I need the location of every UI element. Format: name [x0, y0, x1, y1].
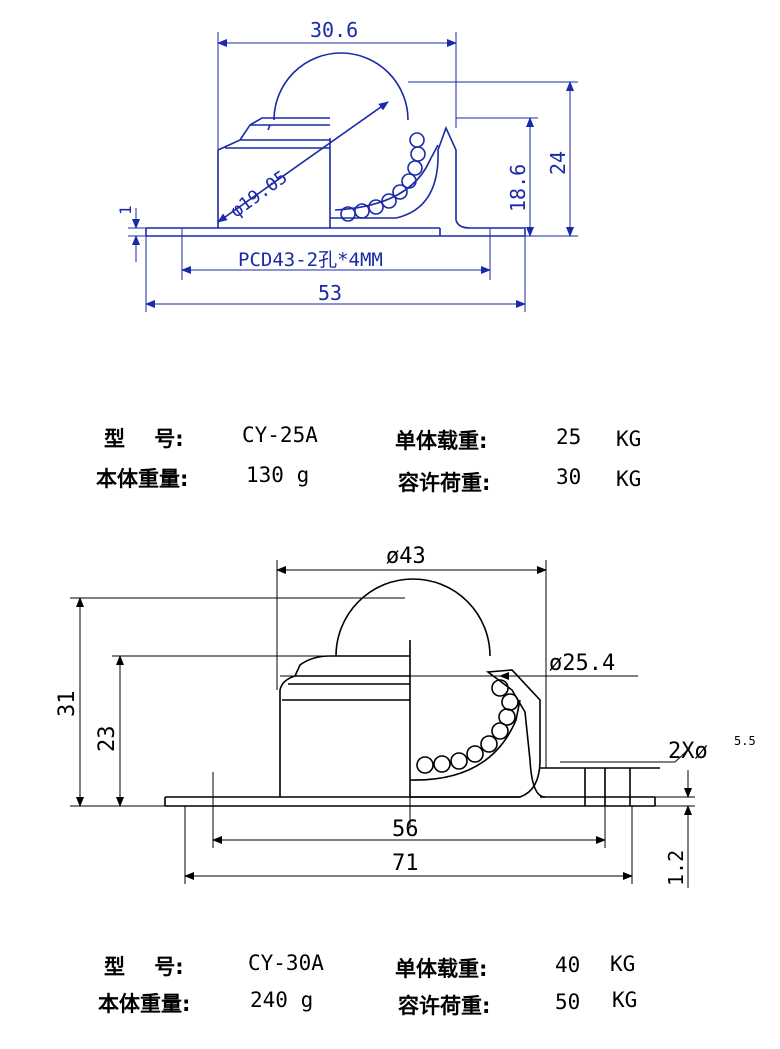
bearing-balls: [416, 679, 519, 774]
housing-shell: [410, 669, 546, 798]
main-ball: [273, 52, 409, 121]
main-ball: [335, 578, 491, 657]
dim-height-18-6: 18.6: [506, 164, 530, 212]
drawing-cy30a: [70, 560, 695, 888]
dim-height-24: 24: [546, 151, 570, 175]
dim-pcd-56: 56: [392, 817, 419, 842]
dim-holes-size: 5.5: [734, 734, 756, 748]
left-body: [279, 640, 411, 797]
dim-pcd: PCD43-2孔*4MM: [238, 249, 383, 271]
base-plate: [145, 227, 525, 237]
dim-base-53: 53: [318, 281, 342, 305]
dim-ball-25-4: ø25.4: [549, 651, 615, 676]
housing-inner: [334, 144, 439, 211]
dim-width-30-6: 30.6: [310, 18, 358, 42]
dim-height-31: 31: [55, 691, 80, 718]
dim-flange-43: ø43: [386, 544, 426, 569]
dim-ball-19-05: φ19.05: [227, 167, 292, 222]
dim-base-71: 71: [392, 851, 419, 876]
dim-thickness-1: 1: [116, 205, 135, 215]
dim-thickness-1-2: 1.2: [664, 850, 688, 886]
drawing-cy25a: [128, 32, 578, 312]
dim-holes: 2Xø: [668, 739, 708, 764]
housing-shell: [330, 125, 526, 236]
dim-height-23: 23: [95, 726, 120, 753]
